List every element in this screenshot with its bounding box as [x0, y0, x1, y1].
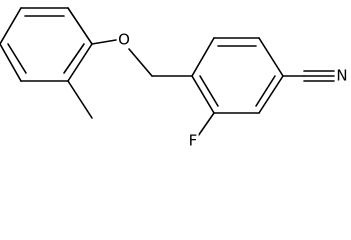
ring-a-double-2 — [7, 43, 27, 74]
ring-a-bond-2 — [67, 7, 93, 45]
ring-b-bond-4 — [258, 75, 284, 114]
nitrogen-atom-label: N — [335, 66, 349, 85]
fluorine-bond — [197, 112, 215, 137]
structure-diagram: O F N — [0, 7, 349, 150]
ring-b-bond-3 — [258, 37, 284, 77]
ring-b-double-3 — [199, 75, 219, 107]
ring-a-bond-3 — [67, 43, 93, 82]
methyl-bond — [67, 80, 93, 119]
oxygen-methylene-bond — [128, 48, 153, 77]
ring-b-bond-6 — [191, 75, 215, 114]
oxygen-atom-label: O — [117, 30, 131, 49]
ring-b-bond-1 — [191, 37, 215, 77]
aryl-oxygen-bond — [91, 39, 117, 45]
fluorine-atom-label: F — [187, 131, 199, 150]
ring-a-double-3 — [63, 43, 85, 74]
ring-b-double-2 — [255, 75, 276, 107]
ring-a-bond-6 — [0, 7, 22, 45]
ring-a-bond-5 — [0, 43, 22, 82]
bond-drawing — [0, 7, 335, 137]
